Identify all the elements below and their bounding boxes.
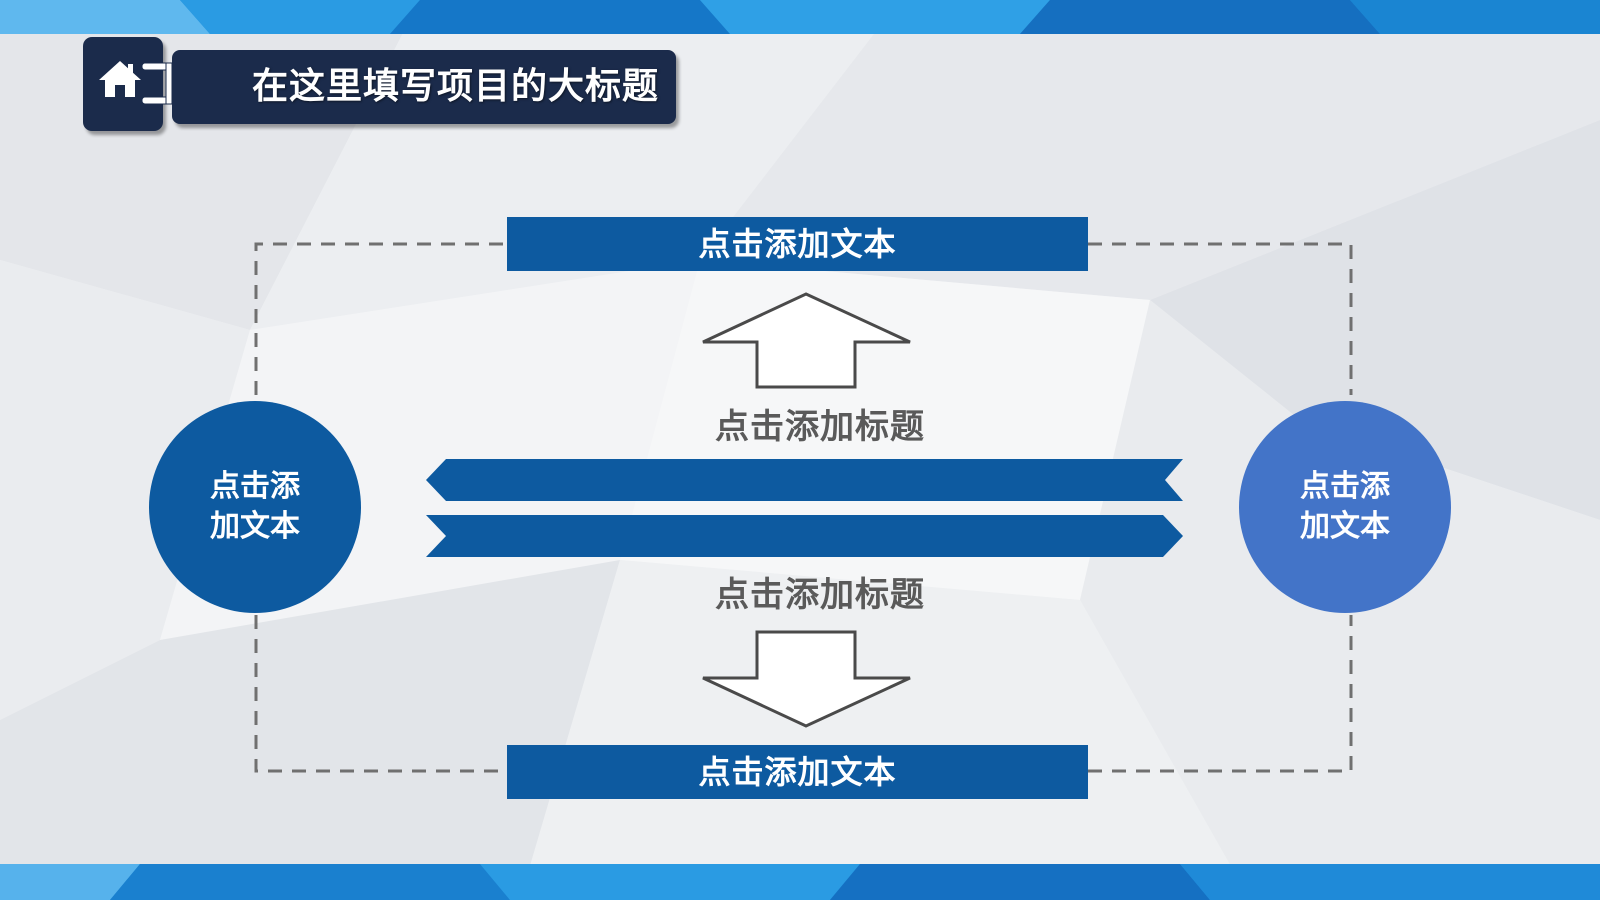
upper-heading[interactable]: 点击添加标题 (715, 407, 925, 447)
left-circle-label: 点击添加文本 (210, 469, 300, 544)
top-color-band (0, 0, 1600, 34)
page-title: 在这里填写项目的大标题 (252, 66, 660, 107)
dashed-frame-top-left (254, 242, 507, 395)
ribbon-arrow-right (426, 515, 1183, 557)
arrow-down-outline-icon (702, 630, 911, 728)
right-circle-node[interactable]: 点击添加文本 (1239, 401, 1451, 613)
top-text-box[interactable]: 点击添加文本 (507, 217, 1088, 271)
home-badge (83, 37, 163, 131)
title-bar: 在这里填写项目的大标题 (172, 50, 676, 124)
dashed-frame-bottom-right (1088, 615, 1353, 773)
right-circle-label: 点击添加文本 (1300, 469, 1390, 544)
dashed-frame-bottom-left (254, 615, 507, 773)
home-icon (99, 61, 141, 97)
bottom-color-band (0, 864, 1600, 900)
bottom-text-box[interactable]: 点击添加文本 (507, 745, 1088, 799)
binder-clip-icon (141, 62, 181, 105)
dashed-frame-top-right (1088, 242, 1353, 395)
lower-heading[interactable]: 点击添加标题 (715, 575, 925, 615)
ribbon-arrow-left (426, 459, 1183, 501)
left-circle-node[interactable]: 点击添加文本 (149, 401, 361, 613)
arrow-up-outline-icon (702, 292, 911, 389)
